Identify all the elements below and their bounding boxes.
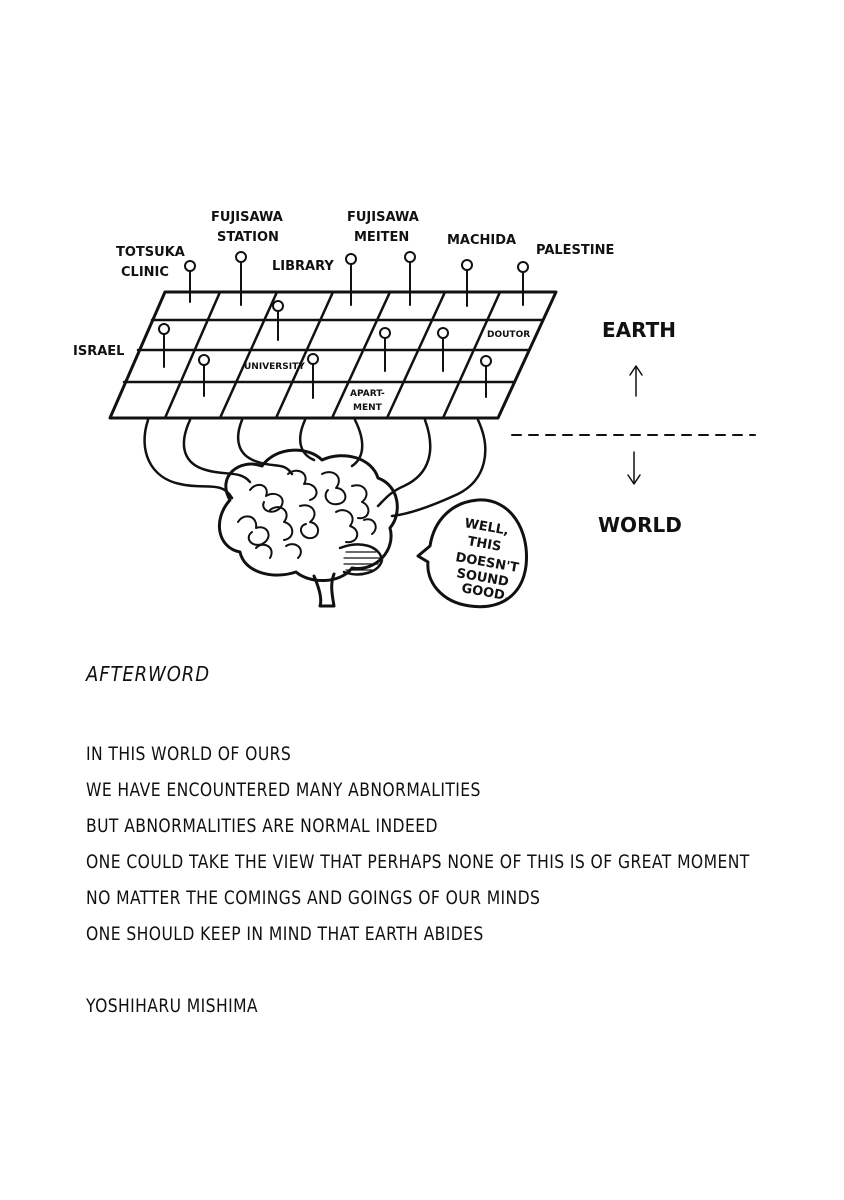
arrow-down-icon [627, 451, 641, 485]
world-label: WORLD [598, 513, 682, 537]
svg-text:EARTH: EARTH [602, 318, 676, 342]
map-labels: TOTSUKA CLINIC FUJISAWA STATION LIBRARY … [73, 210, 614, 413]
afterword-title: AFTERWORD [86, 662, 210, 686]
map-grid [108, 290, 558, 420]
earth-world-illustration: TOTSUKA CLINIC FUJISAWA STATION LIBRARY … [73, 210, 756, 609]
svg-text:STATION: STATION [217, 230, 279, 245]
afterword-line: ONE SHOULD KEEP IN MIND THAT EARTH ABIDE… [86, 923, 484, 945]
svg-text:FUJISAWA: FUJISAWA [347, 210, 419, 225]
pin-icon [307, 353, 319, 399]
pin-icon [480, 355, 492, 398]
label-university: UNIVERSITY [244, 362, 305, 372]
label-machida: MACHIDA [447, 233, 516, 248]
brain-icon [218, 448, 399, 608]
earth-world-divider: EARTH WORLD [511, 318, 756, 537]
afterword-line: ONE COULD TAKE THE VIEW THAT PERHAPS NON… [86, 851, 750, 873]
label-totsuka: TOTSUKA [116, 245, 185, 260]
svg-text:PALESTINE: PALESTINE [536, 243, 614, 258]
pin-icon [379, 327, 391, 372]
bubble-line-2: THIS [466, 534, 502, 555]
earth-label: EARTH [602, 318, 676, 342]
svg-text:MACHIDA: MACHIDA [447, 233, 516, 248]
afterword-line: IN THIS WORLD OF OURS [86, 743, 292, 765]
label-fujisawa-1: FUJISAWA [211, 210, 283, 225]
pin-icon [437, 327, 449, 372]
svg-text:FUJISAWA: FUJISAWA [211, 210, 283, 225]
pin-icon [235, 251, 247, 306]
afterword-line: BUT ABNORMALITIES ARE NORMAL INDEED [86, 815, 438, 837]
pin-icon [158, 323, 170, 368]
svg-text:ISRAEL: ISRAEL [73, 344, 124, 359]
svg-text:MENT: MENT [353, 403, 383, 413]
label-library: LIBRARY [272, 259, 334, 274]
label-clinic: CLINIC [121, 265, 169, 280]
svg-text:MEITEN: MEITEN [354, 230, 409, 245]
label-apart: APART- [350, 389, 385, 399]
pin-icon [461, 259, 473, 307]
pin-icon [345, 253, 357, 306]
afterword-line: WE HAVE ENCOUNTERED MANY ABNORMALITIES [86, 779, 481, 801]
label-ment: MENT [353, 403, 383, 413]
label-israel: ISRAEL [73, 344, 124, 359]
map-pins [158, 251, 529, 399]
svg-text:TOTSUKA: TOTSUKA [116, 245, 185, 260]
afterword-line: NO MATTER THE COMINGS AND GOINGS OF OUR … [86, 887, 541, 909]
pin-icon [198, 354, 210, 397]
svg-text:CLINIC: CLINIC [121, 265, 169, 280]
svg-text:UNIVERSITY: UNIVERSITY [244, 362, 305, 372]
author-name: YOSHIHARU MISHIMA [86, 995, 258, 1017]
label-meiten: MEITEN [354, 230, 409, 245]
label-fujisawa-2: FUJISAWA [347, 210, 419, 225]
label-doutor: DOUTOR [487, 330, 530, 340]
label-station: STATION [217, 230, 279, 245]
afterword-text: AFTERWORD IN THIS WORLD OF OURS WE HAVE … [86, 662, 786, 1024]
roots [143, 418, 487, 518]
svg-text:LIBRARY: LIBRARY [272, 259, 334, 274]
svg-text:APART-: APART- [350, 389, 385, 399]
pin-icon [517, 261, 529, 306]
pin-icon [184, 260, 196, 303]
pin-icon [404, 251, 416, 306]
svg-text:DOUTOR: DOUTOR [487, 330, 530, 340]
speech-bubble: WELL, THIS DOESN'T SOUND GOOD. [416, 498, 529, 609]
svg-text:WORLD: WORLD [598, 513, 682, 537]
label-palestine: PALESTINE [536, 243, 614, 258]
pin-icon [272, 300, 284, 341]
arrow-up-icon [629, 365, 643, 397]
svg-text:THIS: THIS [466, 534, 502, 555]
